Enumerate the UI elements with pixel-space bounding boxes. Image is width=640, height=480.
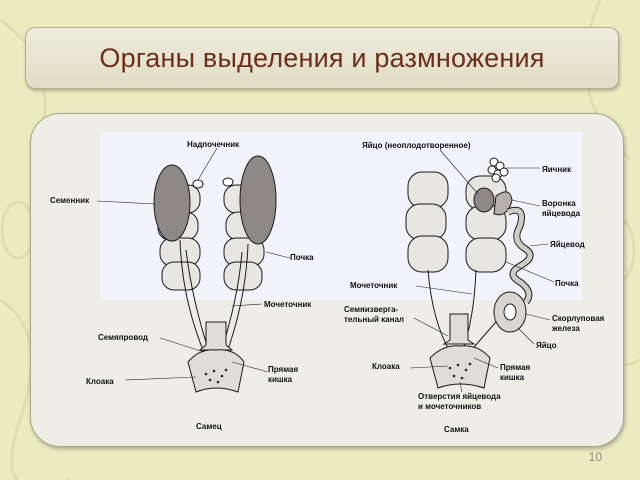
label-male-kidney: Почка xyxy=(290,253,314,262)
male-diagram xyxy=(96,147,291,393)
male-cloaca xyxy=(187,349,245,393)
label-female-ureter: Мочеточник xyxy=(350,281,398,290)
label-male-adrenal: Надпочечник xyxy=(187,140,240,149)
label-female-funnel-2: яйцевода xyxy=(542,209,581,218)
female-cloaca xyxy=(429,345,491,389)
male-rectum xyxy=(198,321,234,351)
label-male-testis: Семенник xyxy=(50,196,90,205)
label-male-ureter: Мочеточник xyxy=(264,300,312,309)
title-box: Органы выделения и размножения xyxy=(25,27,619,89)
female-egg-unfertilized xyxy=(473,187,495,213)
female-rectum xyxy=(442,313,476,345)
label-male-rectum-1: Прямая xyxy=(268,365,298,374)
label-female-oviduct: Яйцевод xyxy=(550,240,585,249)
label-female-kidney: Почка xyxy=(555,279,579,288)
label-female-funnel-1: Воронка xyxy=(542,199,576,208)
female-ovary xyxy=(487,157,509,183)
label-female-egg: Яйцо xyxy=(536,341,557,350)
label-female-cloaca: Клоака xyxy=(372,362,400,371)
label-female-rectum-1: Прямая xyxy=(500,363,530,372)
caption-male: Самец xyxy=(196,422,222,431)
label-female-rectum-2: кишка xyxy=(500,373,525,382)
slide-title: Органы выделения и размножения xyxy=(99,42,545,73)
page-number: 10 xyxy=(588,450,602,464)
label-female-ovary: Яичник xyxy=(542,165,572,174)
label-female-shell-gland-1: Скорлуповая xyxy=(552,314,605,323)
label-female-opening-1: Отверстия яйцевода xyxy=(418,392,501,401)
male-adrenal-left xyxy=(192,179,204,189)
caption-female: Самка xyxy=(444,425,469,434)
female-diagram xyxy=(405,149,555,393)
label-female-egg-unfertilized: Яйцо (неоплодотворенное) xyxy=(362,141,471,150)
label-male-rectum-2: кишка xyxy=(268,375,293,384)
male-testis-left xyxy=(153,164,191,242)
label-male-vas-deferens: Семяпровод xyxy=(98,333,148,342)
label-female-shell-gland-2: железа xyxy=(551,324,580,333)
male-adrenal-right xyxy=(222,177,234,187)
label-female-seminal-2: тельный канал xyxy=(344,315,404,324)
male-testis-right xyxy=(239,155,277,245)
label-female-opening-2: и мочеточников xyxy=(418,402,481,411)
label-male-cloaca: Клоака xyxy=(86,377,114,386)
female-kidney-left xyxy=(405,171,449,273)
label-female-seminal-1: Семяизверга- xyxy=(344,305,399,314)
